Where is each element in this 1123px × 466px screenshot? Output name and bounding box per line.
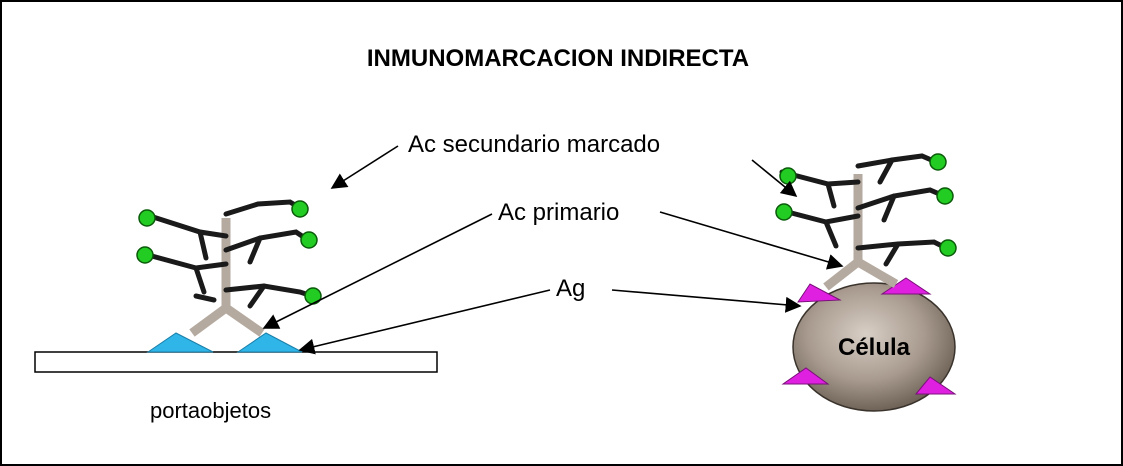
arrow-secondary-right <box>751 159 798 198</box>
arrow-antigen-left <box>298 289 551 355</box>
arrow-secondary-left <box>330 145 399 189</box>
arrow-primary-right <box>659 211 844 270</box>
diagram-title: INMUNOMARCACION INDIRECTA <box>367 45 749 72</box>
label-markers-left <box>136 200 322 305</box>
primary-antibody-label: Ac primario <box>498 199 619 226</box>
arrow-antigen-right <box>611 289 802 313</box>
cell-label: Célula <box>838 334 911 361</box>
arrow-primary-left <box>262 213 493 329</box>
antigen-label: Ag <box>556 275 585 302</box>
antigen-cell-3 <box>781 367 830 385</box>
secondary-antibodies-right <box>777 153 949 267</box>
pointer-arrows <box>262 145 844 355</box>
secondary-antibody-label: Ac secundario marcado <box>408 131 660 158</box>
antigen-slide-2 <box>236 332 303 353</box>
antigen-slide-1 <box>146 332 214 353</box>
antigen-cell-1 <box>797 283 842 303</box>
slide-rectangle <box>34 351 438 373</box>
antigen-cell-4 <box>914 376 957 395</box>
slide-label: portaobjetos <box>150 398 271 423</box>
label-markers-right <box>775 153 957 257</box>
primary-antibody-right <box>823 174 899 291</box>
cell <box>792 282 956 412</box>
